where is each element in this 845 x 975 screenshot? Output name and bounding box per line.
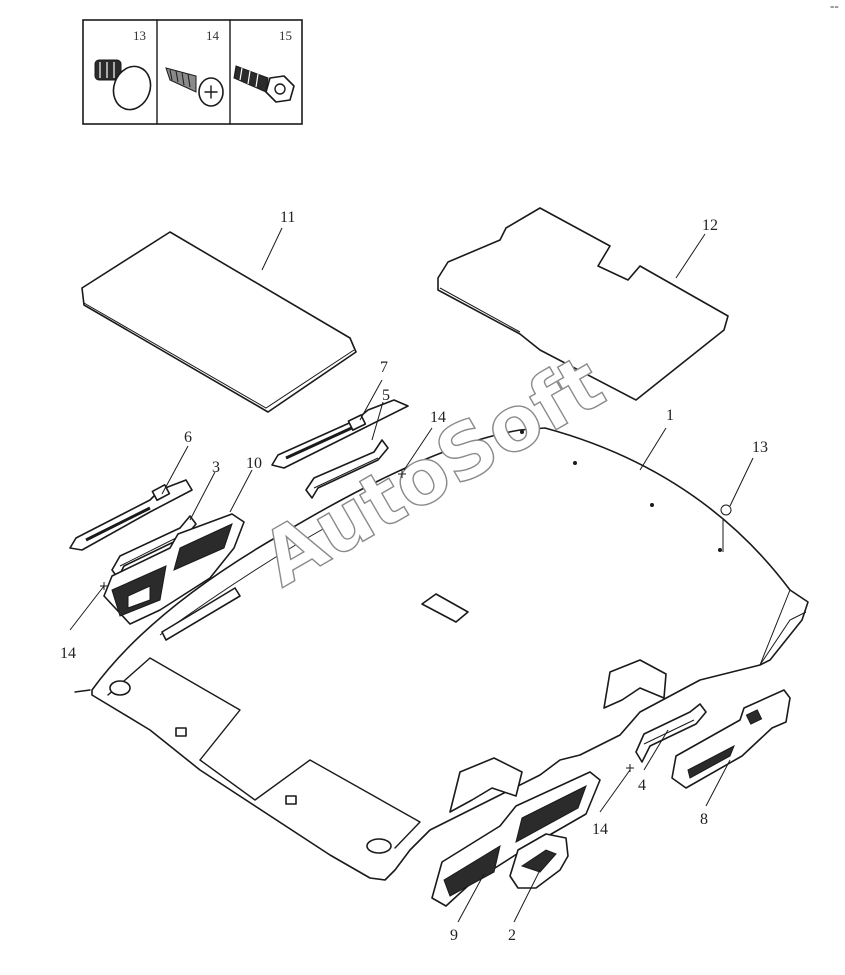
callout-8: 8 — [700, 811, 708, 828]
fastener-number-14: 14 — [206, 28, 220, 43]
callout-6: 6 — [184, 429, 192, 446]
part-6-bracket — [69, 479, 193, 551]
part-1-headliner — [74, 427, 809, 881]
callout-1: 1 — [666, 407, 674, 424]
part-2-handle-cover — [509, 833, 569, 889]
part-12-pad — [437, 207, 729, 401]
push-clip-icon — [94, 59, 152, 111]
callout-13: 13 — [752, 439, 768, 456]
callout-14-right: 14 — [592, 821, 608, 838]
callout-12: 12 — [702, 217, 718, 234]
callout-labels: 11 12 1 13 7 5 14 6 3 10 14 4 14 8 9 2 — [60, 209, 768, 944]
part-8-sunvisor-bracket — [671, 689, 791, 789]
callout-4: 4 — [638, 777, 646, 794]
callout-11: 11 — [280, 209, 295, 226]
corner-mark: -- — [830, 0, 839, 13]
callout-2: 2 — [508, 927, 516, 944]
part-7-bracket — [271, 399, 409, 469]
callout-14-left: 14 — [60, 645, 76, 662]
part-5-grab-handle — [305, 439, 389, 499]
fastener-legend-box: 13 14 15 — [82, 19, 303, 125]
callout-9: 9 — [450, 927, 458, 944]
callout-10: 10 — [246, 455, 262, 472]
part-10-console — [103, 513, 245, 625]
phillips-screw-icon — [165, 67, 224, 107]
callout-3: 3 — [212, 459, 220, 476]
fastener-number-13: 13 — [133, 28, 146, 43]
callout-7: 7 — [380, 359, 388, 376]
callout-5: 5 — [382, 387, 390, 404]
leader-lines — [69, 227, 754, 923]
part-11-pad — [81, 231, 357, 413]
callout-14-upper: 14 — [430, 409, 446, 426]
part-9-console — [431, 771, 601, 907]
fastener-number-15: 15 — [279, 28, 292, 43]
part-4-grab-handle — [635, 703, 707, 763]
hex-flange-bolt-icon — [233, 65, 295, 103]
